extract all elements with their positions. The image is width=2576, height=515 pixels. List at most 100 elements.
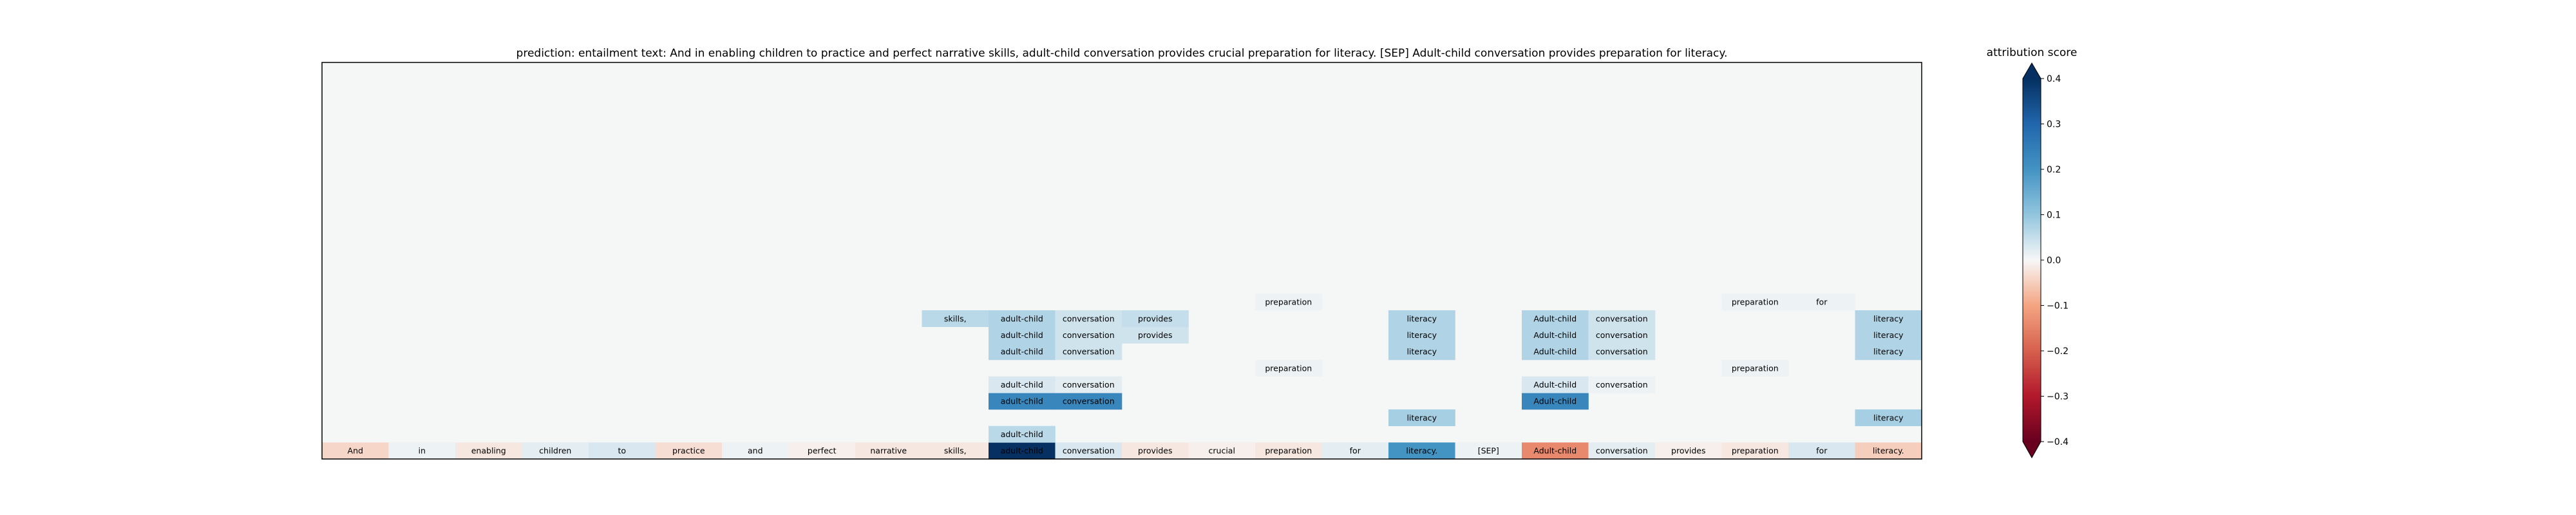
token-cell [322, 442, 389, 460]
token-cell [1455, 442, 1522, 460]
colorbar-tick-label: −0.2 [2047, 346, 2069, 357]
layer-cell [1122, 310, 1189, 327]
colorbar: attribution score −0.4−0.3−0.2−0.10.00.1… [1987, 46, 2077, 459]
layer-cell-label: provides [1138, 330, 1172, 340]
layer-cell [1855, 343, 1922, 360]
layer-cell-label: preparation [1265, 297, 1312, 307]
layer-cell [1522, 393, 1589, 410]
layer-cell [1055, 393, 1122, 410]
token-cell [388, 442, 456, 460]
layer-cell [1588, 376, 1656, 393]
layer-cell [1721, 294, 1789, 311]
token-cell [1188, 442, 1256, 460]
colorbar-tick-label: 0.3 [2047, 120, 2061, 130]
token-cell [922, 442, 989, 460]
layer-cell [989, 326, 1056, 344]
layer-cell [1122, 326, 1189, 344]
layer-cell-label: Adult-child [1533, 314, 1577, 323]
token-cell-label: narrative [870, 446, 907, 456]
token-cell-label: provides [1138, 446, 1172, 456]
token-cell [989, 442, 1056, 460]
layer-cell-label: literacy [1406, 330, 1437, 340]
token-cell-label: provides [1671, 446, 1705, 456]
token-cell-label: enabling [471, 446, 506, 456]
layer-cell-label: provides [1138, 314, 1172, 323]
layer-cell-label: literacy [1406, 413, 1437, 422]
layer-cell-label: adult-child [1001, 347, 1043, 357]
token-cell [1522, 442, 1589, 460]
layer-cell [989, 426, 1056, 443]
layer-cell [989, 393, 1056, 410]
layer-cell-label: conversation [1063, 397, 1115, 406]
token-cell [455, 442, 522, 460]
layer-cell [1522, 343, 1589, 360]
token-cell [1855, 442, 1922, 460]
layer-cell [1522, 310, 1589, 327]
token-cell-label: And [348, 446, 363, 456]
colorbar-tick-label: −0.3 [2047, 392, 2069, 402]
layer-cell [1255, 294, 1322, 311]
layer-cell [1388, 343, 1455, 360]
layer-cell-label: conversation [1063, 380, 1115, 389]
layer-cell-label: for [1816, 297, 1828, 307]
layer-cell-label: adult-child [1001, 429, 1043, 439]
token-cell [1788, 442, 1855, 460]
layer-cell-label: conversation [1063, 330, 1115, 340]
token-cell-label: skills, [944, 446, 967, 456]
token-cell [589, 442, 656, 460]
token-cell-label: and [748, 446, 763, 456]
colorbar-tick-label: 0.4 [2047, 74, 2061, 84]
token-cell [788, 442, 856, 460]
layer-cell [1855, 310, 1922, 327]
layer-cell [1055, 343, 1122, 360]
token-cell-label: conversation [1596, 446, 1648, 456]
layer-cell [1588, 326, 1656, 344]
layer-cell-label: literacy [1873, 347, 1904, 357]
layer-cell-label: adult-child [1001, 380, 1043, 389]
layer-cell-label: Adult-child [1533, 380, 1577, 389]
token-cell-label: preparation [1265, 446, 1312, 456]
token-cell [1588, 442, 1656, 460]
layer-cell-label: skills, [944, 314, 967, 323]
layer-cell-label: literacy [1406, 314, 1437, 323]
layer-cell-label: conversation [1596, 314, 1648, 323]
plot-frame [321, 62, 1922, 460]
layer-cell [1788, 294, 1855, 311]
layer-cell [1388, 326, 1455, 344]
token-cell [522, 442, 589, 460]
layer-cell [1721, 360, 1789, 377]
token-cell [1321, 442, 1389, 460]
layer-cell-label: literacy [1873, 314, 1904, 323]
layer-cell-label: preparation [1732, 363, 1779, 373]
chart-title: prediction: entailment text: And in enab… [516, 47, 1728, 60]
layer-cell [989, 376, 1056, 393]
layer-cell-label: conversation [1063, 314, 1115, 323]
layer-cell-label: adult-child [1001, 314, 1043, 323]
layer-cell [1055, 310, 1122, 327]
token-cell [722, 442, 789, 460]
layer-cell-label: literacy [1873, 413, 1904, 422]
layer-cell-label: adult-child [1001, 397, 1043, 406]
colorbar-tick-label: 0.0 [2047, 256, 2061, 266]
token-cell [1655, 442, 1722, 460]
layer-cell-label: Adult-child [1533, 347, 1577, 357]
layer-cell-label: conversation [1596, 347, 1648, 357]
layer-cell [1255, 360, 1322, 377]
token-cell-label: perfect [808, 446, 837, 456]
token-cell [1721, 442, 1789, 460]
token-cell [1255, 442, 1322, 460]
layer-cell-label: literacy [1873, 330, 1904, 340]
colorbar-tick-label: −0.4 [2047, 437, 2069, 447]
token-cell [1055, 442, 1122, 460]
token-cell-label: Adult-child [1533, 446, 1577, 456]
layer-cell-label: Adult-child [1533, 330, 1577, 340]
layer-cell [1522, 376, 1589, 393]
token-cell-label: practice [672, 446, 705, 456]
layer-cell-label: preparation [1265, 363, 1312, 373]
token-cell-label: to [618, 446, 626, 456]
layer-cell-label: literacy [1406, 347, 1437, 357]
layer-cell [1522, 326, 1589, 344]
colorbar-tick-label: −0.1 [2047, 301, 2069, 312]
